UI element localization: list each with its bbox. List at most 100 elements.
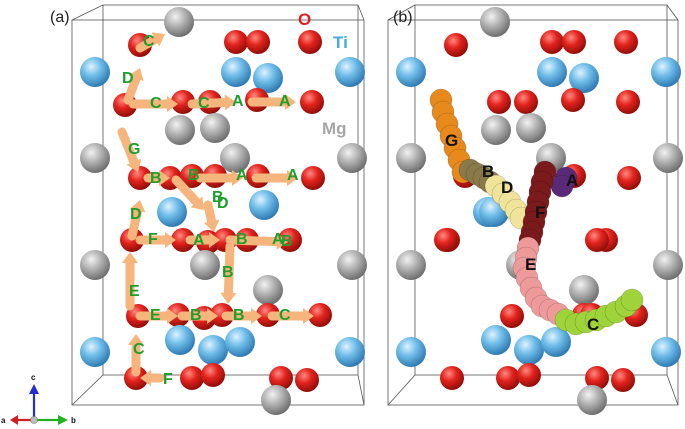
hop-arrowhead	[287, 170, 298, 186]
oxygen-atom	[295, 368, 319, 392]
hop-label: C	[198, 95, 210, 112]
hop-label: A	[232, 93, 244, 110]
titanium-atom	[537, 57, 567, 87]
titanium-atom	[80, 337, 110, 367]
oxygen-atom	[496, 366, 520, 390]
hop-label: F	[148, 231, 158, 248]
hop-arrowhead	[159, 170, 170, 186]
path-segment-label: G	[445, 131, 458, 150]
hop-arrowhead	[167, 308, 178, 324]
unit-cell-a	[71, 4, 365, 406]
magnesium-atom	[516, 113, 546, 143]
oxygen-atom	[611, 368, 635, 392]
axis-b-label: b	[71, 416, 76, 425]
hop-label: C	[133, 341, 145, 358]
magnesium-atom	[337, 250, 367, 280]
magnesium-atom	[481, 115, 511, 145]
atoms-panel-a	[80, 7, 367, 415]
titanium-atom	[481, 325, 511, 355]
oxygen-atom	[171, 228, 195, 252]
oxygen-atom	[517, 363, 541, 387]
magnesium-atom	[653, 143, 683, 173]
magnesium-atom	[396, 143, 426, 173]
oxygen-atom	[444, 33, 468, 57]
hop-label: B	[188, 167, 200, 184]
path-segment-label: E	[525, 255, 536, 274]
oxygen-atom	[308, 303, 332, 327]
magnesium-atom	[253, 275, 283, 305]
hop-label: A	[279, 93, 291, 110]
hop-label: D	[217, 195, 229, 212]
hop-label: G	[128, 141, 140, 158]
hop-arrowhead	[224, 94, 236, 111]
hop-arrowhead	[276, 233, 288, 250]
oxygen-atom	[614, 30, 638, 54]
oxygen-atom	[487, 90, 511, 114]
hop-label: D	[130, 206, 142, 223]
oxygen-atom	[128, 166, 152, 190]
legend-magnesium: Mg	[322, 119, 347, 138]
magnesium-atom	[569, 275, 599, 305]
hop-arrowhead	[209, 232, 220, 248]
magnesium-atom	[261, 385, 291, 415]
titanium-atom	[396, 57, 426, 87]
hop-arrow-shaft	[123, 73, 141, 105]
hop-label: F	[163, 371, 173, 388]
hop-label: B	[190, 307, 202, 324]
hop-arrowhead	[128, 68, 144, 82]
path-segment-label: C	[587, 315, 599, 334]
hop-arrow-shaft	[223, 241, 235, 298]
oxygen-atom	[562, 30, 586, 54]
magnesium-atom	[577, 385, 607, 415]
oxygen-atom	[514, 90, 538, 114]
oxygen-atom	[500, 304, 524, 328]
hop-arrowhead	[220, 292, 237, 304]
hop-arrowhead	[151, 32, 165, 47]
titanium-atom	[225, 327, 255, 357]
oxygen-atom	[300, 90, 324, 114]
hop-label: E	[150, 307, 161, 324]
hop-arrowhead	[165, 232, 176, 248]
oxygen-atom	[180, 366, 204, 390]
axis-c-label: c	[31, 373, 36, 382]
path-segment-label: D	[501, 178, 513, 197]
titanium-atom	[396, 337, 426, 367]
magnesium-atom	[653, 250, 683, 280]
oxygen-atom	[561, 88, 585, 112]
titanium-atom	[221, 57, 251, 87]
hop-label: A	[287, 167, 299, 184]
oxygen-atom	[278, 228, 302, 252]
hop-label: A	[272, 231, 284, 248]
magnesium-atom	[220, 143, 250, 173]
hop-arrowhead	[207, 308, 218, 324]
hop-label: A	[193, 232, 205, 249]
migration-path	[429, 88, 644, 336]
hop-arrowhead	[128, 334, 144, 345]
titanium-atom	[198, 335, 228, 365]
magnesium-atom	[80, 143, 110, 173]
hop-arrowhead	[126, 158, 142, 172]
hop-label: B	[281, 233, 293, 250]
titanium-atom	[514, 335, 544, 365]
oxygen-atom	[585, 228, 609, 252]
oxygen-atom	[298, 30, 322, 54]
oxygen-atom	[269, 366, 293, 390]
element-legend: O Ti Mg	[298, 10, 348, 138]
legend-titanium: Ti	[333, 33, 348, 52]
magnesium-atom	[190, 250, 220, 280]
hop-label: B	[150, 170, 162, 187]
hop-label: C	[143, 33, 155, 50]
oxygen-atom	[540, 30, 564, 54]
magnesium-atom	[337, 143, 367, 173]
panel-label-b: (b)	[393, 9, 413, 26]
path-segment-label: B	[482, 162, 494, 181]
magnesium-atom	[480, 7, 510, 37]
titanium-atom	[335, 337, 365, 367]
hop-arrow-shaft	[135, 34, 160, 53]
hop-arrow-shaft	[225, 235, 282, 247]
legend-oxygen: O	[298, 10, 311, 29]
hop-arrowhead	[129, 200, 146, 213]
magnesium-atom	[80, 250, 110, 280]
